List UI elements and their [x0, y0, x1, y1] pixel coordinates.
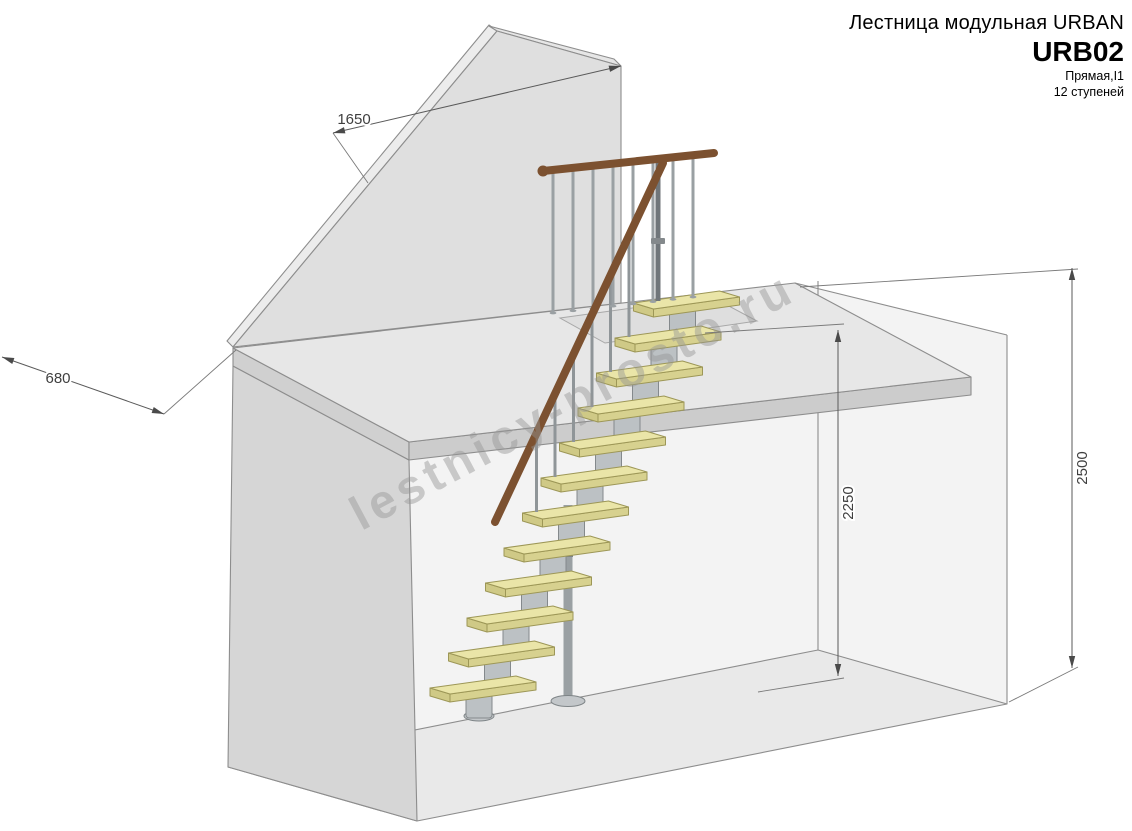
dim-680-line: [1, 356, 165, 415]
dim-2250-extension-top: [704, 323, 845, 334]
baluster-base: [549, 311, 557, 315]
dim-1650-line: [332, 65, 622, 134]
handrail-end-cap: [537, 165, 549, 177]
dim-2500-extension-top: [799, 268, 1079, 288]
stair-handrails: [491, 149, 718, 526]
post-bracket: [651, 238, 665, 244]
dim-2250-extension-bottom: [757, 677, 845, 693]
stair-tread: [448, 640, 555, 660]
stair-tread: [503, 535, 611, 555]
stair-tread: [596, 360, 703, 380]
dimension-annotations: 1650 680 2500 2250: [1, 65, 1093, 703]
column-base-plate: [550, 695, 586, 707]
type-label: Прямая,I1: [1065, 69, 1124, 83]
steps-count-label: 12 ступеней: [1053, 85, 1124, 100]
baluster-base: [689, 295, 697, 299]
room-top-right-edge: [794, 282, 1008, 336]
stair-tread: [559, 430, 666, 450]
dim-2500-label: 2500: [1074, 451, 1091, 484]
model-code: URB02: [1032, 36, 1124, 67]
baluster-base: [609, 304, 617, 308]
gable-wall: [232, 30, 622, 348]
stair-tread: [540, 465, 648, 485]
stair-tread: [577, 395, 685, 415]
stair-tread: [485, 570, 592, 590]
landing-handrail: [539, 149, 718, 175]
stair-tread: [466, 605, 574, 625]
baluster-base: [649, 300, 657, 303]
product-title: Лестница модульная URBAN: [849, 12, 1124, 34]
stair-tread: [633, 290, 740, 310]
dim-2500-extension-bottom: [1008, 666, 1079, 703]
stair-treads: [429, 290, 740, 719]
dim-1650-extension: [332, 132, 369, 184]
baluster-base: [629, 302, 637, 306]
stair-tread: [429, 675, 537, 695]
baluster-base: [669, 297, 677, 301]
title-block: Лестница модульная URBAN URB02 Прямая,I1…: [849, 12, 1124, 101]
dim-680-extension: [163, 349, 237, 415]
dim-2250-label: 2250: [840, 486, 857, 519]
dim-680-label: 680: [45, 370, 70, 387]
baluster-base: [569, 309, 577, 313]
stair-tread: [522, 500, 629, 520]
stair-handrail: [491, 159, 667, 526]
dim-1650-label: 1650: [337, 111, 370, 128]
